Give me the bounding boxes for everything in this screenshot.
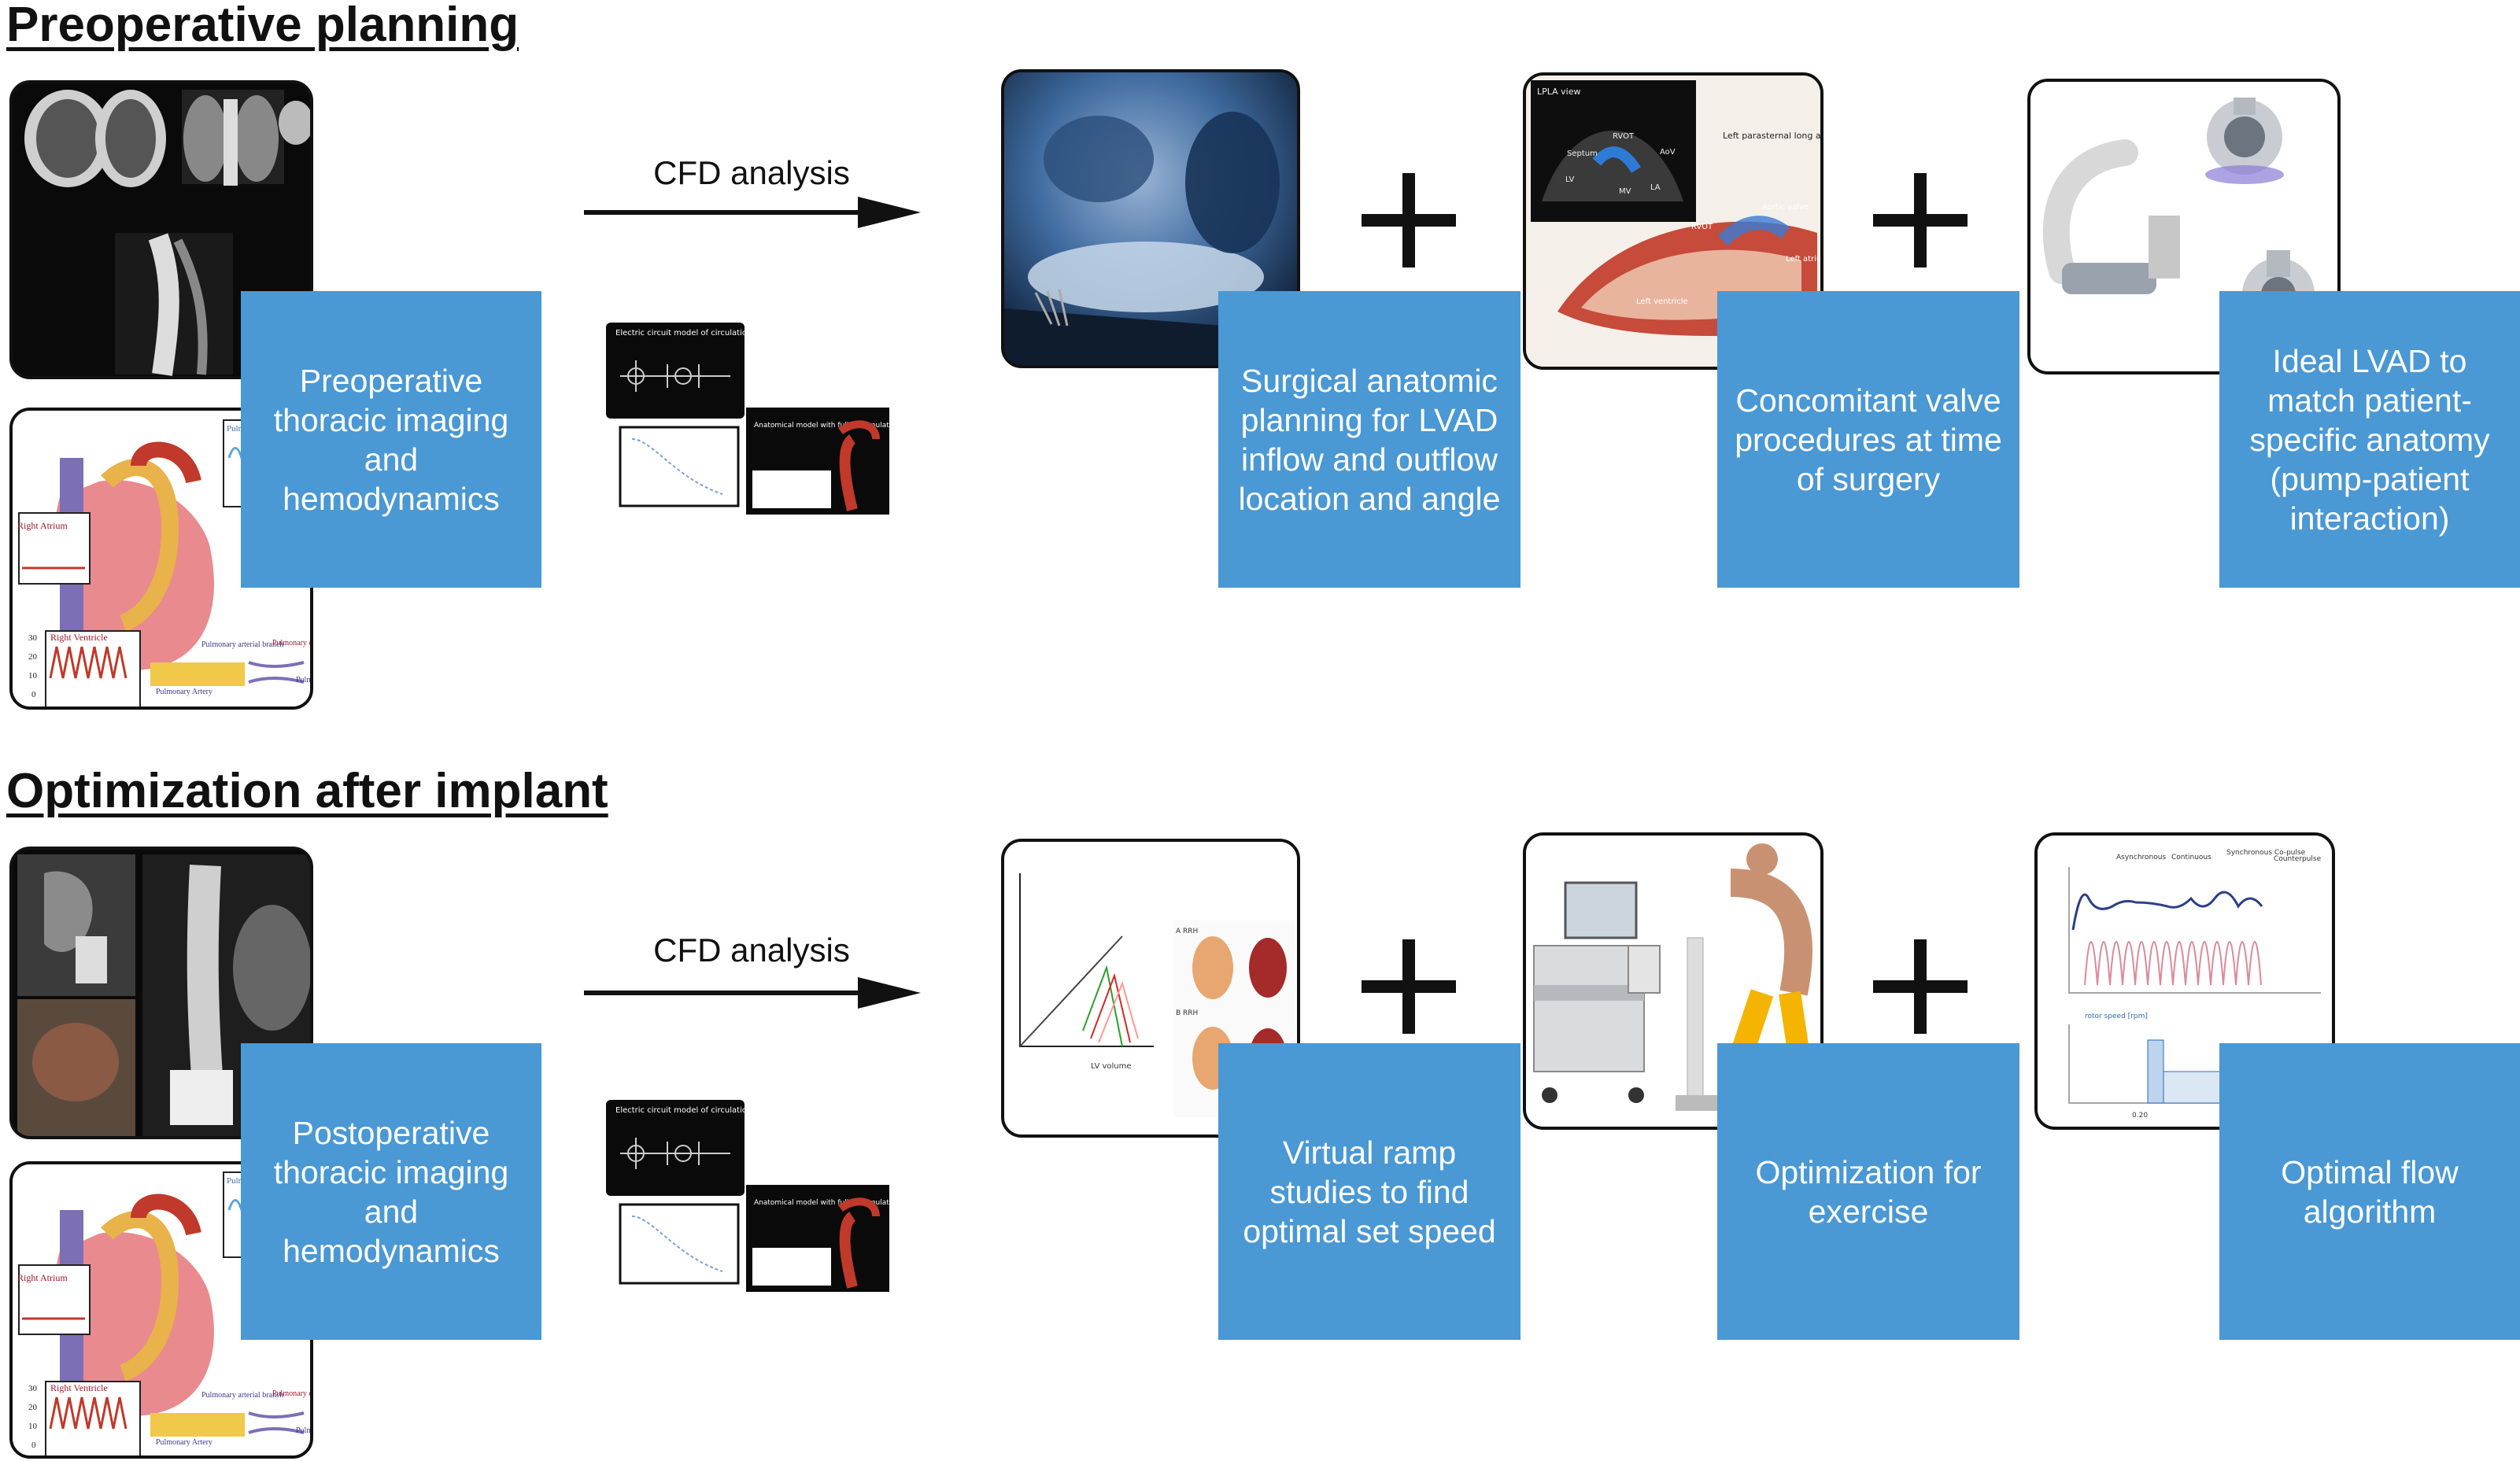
input-box-label: Preoperative thoracic imaging and hemody… — [273, 362, 509, 517]
echo-label-left-ventricle: Left ventricle — [1636, 297, 1688, 306]
output-box-label: Virtual ramp studies to find optimal set… — [1243, 1134, 1496, 1249]
output-box-label: Concomitant valve procedures at time of … — [1735, 382, 2002, 497]
cfd-arrow-2 — [584, 977, 921, 1009]
circuit-model-image: Electric circuit model of circulation An… — [604, 321, 892, 518]
plus-sign-2 — [1873, 173, 1968, 267]
ramp-label-b: B RRH — [1176, 1009, 1198, 1017]
hemo2-tick-30: 30 — [28, 1384, 38, 1393]
input-box-preoperative: Preoperative thoracic imaging and hemody… — [241, 291, 541, 588]
plus-sign-4 — [1873, 939, 1968, 1034]
echo-label-rvot: RVOT — [1613, 132, 1635, 141]
echo-label-aortic-valve: Aortic valve — [1762, 203, 1809, 212]
circuit-model-image-2: Electric circuit model of circulation An… — [604, 1098, 892, 1295]
output-box-label: Ideal LVAD to match patient-specific ana… — [2249, 342, 2490, 537]
algo-label-rotor-speed: rotor speed [rpm] — [2085, 1013, 2148, 1020]
plus-sign-3 — [1362, 939, 1456, 1034]
algo-label-asynchronous: Asynchronous — [2116, 854, 2166, 861]
circuit-title-text-2: Electric circuit model of circulation — [615, 1106, 752, 1115]
cfd-arrow — [584, 197, 921, 228]
output-box-concomitant-valve: Concomitant valve procedures at time of … — [1717, 291, 2019, 588]
algo-label-020: 0.20 — [2132, 1112, 2148, 1120]
hemo2-label-right-atrium: Right Atrium — [17, 1272, 68, 1283]
input-box-postoperative: Postoperative thoracic imaging and hemod… — [241, 1043, 541, 1340]
echo-heart-anatomy-image: LPLA view RVOT Septum AoV LV MV LA Left … — [1523, 72, 1823, 370]
section-heading-optimization: Optimization after implant — [6, 764, 608, 818]
ct-scan-collage-image — [9, 80, 313, 379]
hemo2-label-right-ventricle: Right Ventricle — [50, 1382, 108, 1393]
hemo-tick-30: 30 — [28, 633, 38, 643]
hemo-label-right-ventricle: Right Ventricle — [50, 632, 108, 643]
hemo2-label-pulmonary-vein: Pulmonary Vein — [296, 1426, 313, 1435]
input-box-label: Postoperative thoracic imaging and hemod… — [273, 1114, 509, 1269]
hemo2-tick-20: 20 — [28, 1403, 38, 1412]
hemo-tick-20: 20 — [28, 652, 38, 662]
output-box-virtual-ramp: Virtual ramp studies to find optimal set… — [1218, 1043, 1520, 1340]
output-box-exercise: Optimization for exercise — [1717, 1043, 2019, 1340]
anatomical-model-text: Anatomical model with full 3D simulation — [754, 422, 892, 430]
echo-label-mv: MV — [1619, 187, 1631, 196]
output-box-surgical-planning: Surgical anatomic planning for LVAD infl… — [1218, 291, 1520, 588]
circuit-title-text: Electric circuit model of circulation — [615, 329, 752, 338]
hemodynamics-diagram-image: Right Atrium Right Ventricle Pulmonary A… — [9, 408, 313, 710]
output-box-label: Optimal flow algorithm — [2281, 1153, 2459, 1230]
echo-label-lv: LV — [1565, 175, 1574, 184]
hemo-label-pulmonary-capillaries: Pulmonary capillaries — [272, 639, 313, 647]
hemo2-label-pulmonary-capillaries: Pulmonary capillaries — [272, 1389, 313, 1398]
echo-view-label: Left parasternal long axis view — [1723, 131, 1823, 141]
ramp-label-a: A RRH — [1176, 928, 1198, 935]
hemo2-tick-0: 0 — [31, 1441, 36, 1450]
echo-label-lpla: LPLA view — [1537, 87, 1581, 97]
echo-label-left-atrium: Left atrium — [1786, 255, 1823, 264]
hemo-label-pulmonary-artery-2: Pulmonary Artery — [156, 688, 212, 696]
output-box-flow-algorithm: Optimal flow algorithm — [2219, 1043, 2520, 1340]
anatomical-model-text-2: Anatomical model with full 3D simulation — [754, 1199, 892, 1207]
output-box-label: Optimization for exercise — [1755, 1153, 1982, 1230]
echo-label-rvot-2: RVOT — [1691, 223, 1713, 231]
hemo-tick-10: 10 — [28, 671, 38, 681]
hemo-label-pulmonary-vein: Pulmonary Vein — [296, 676, 313, 684]
cfd-analysis-label: CFD analysis — [653, 154, 850, 191]
section-heading-preoperative: Preoperative planning — [6, 0, 519, 52]
hemo-tick-0: 0 — [31, 690, 36, 699]
hemo2-label-pulmonary-branch: Pulmonary arterial branch — [201, 1391, 283, 1400]
echo-label-la: LA — [1650, 183, 1661, 192]
echo-label-aov: AoV — [1660, 148, 1676, 157]
algo-label-continuous: Continuous — [2171, 854, 2211, 861]
echo-label-septum: Septum — [1567, 149, 1598, 158]
hemo2-label-pulmonary-artery-2: Pulmonary Artery — [156, 1438, 212, 1447]
hemo2-tick-10: 10 — [28, 1422, 38, 1431]
output-box-label: Surgical anatomic planning for LVAD infl… — [1238, 362, 1501, 517]
algo-label-synchronous: Synchronous Co-pulse — [2226, 849, 2306, 857]
output-box-ideal-lvad: Ideal LVAD to match patient-specific ana… — [2219, 291, 2520, 588]
plus-sign-1 — [1362, 173, 1456, 267]
hemo-label-right-atrium: Right Atrium — [17, 520, 68, 531]
cfd-analysis-label-2: CFD analysis — [653, 932, 850, 968]
hemo-label-pulmonary-branch: Pulmonary arterial branch — [201, 640, 283, 649]
algo-label-counterpulse: Counterpulse — [2274, 855, 2322, 863]
ramp-label-lv-volume: LV volume — [1091, 1062, 1132, 1071]
